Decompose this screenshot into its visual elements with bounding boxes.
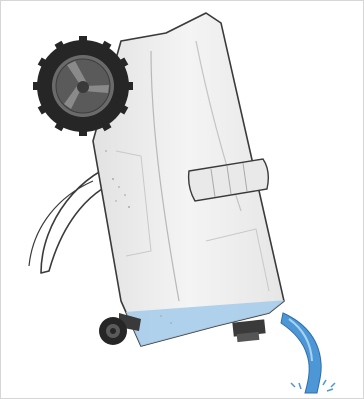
water-stream-icon <box>281 313 335 393</box>
caster-wheel-icon <box>99 313 141 345</box>
drain-valve <box>232 319 265 342</box>
